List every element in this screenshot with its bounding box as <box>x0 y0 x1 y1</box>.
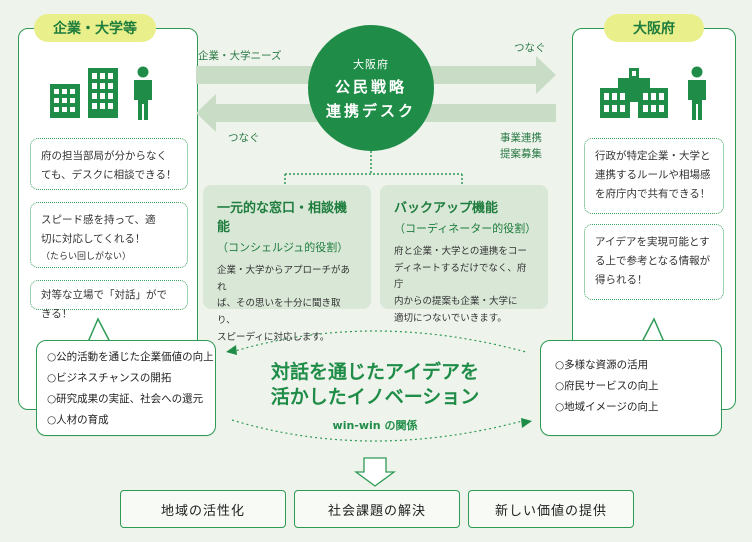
winwin-arrow-left <box>226 345 237 355</box>
arrow-label-needs: 企業・大学ニーズ <box>198 50 282 62</box>
office-buildings-icon <box>50 68 118 118</box>
right-tag: 大阪府 <box>604 14 704 42</box>
person-icon <box>688 66 706 120</box>
strategy-desk-circle: 大阪府 公民戦略 連携デスク <box>308 25 434 151</box>
person-icon <box>134 66 152 120</box>
left-benefits-box: ○公的活動を通じた企業価値の向上 ○ビジネスチャンスの開拓 ○研究成果の実証、社… <box>36 340 216 436</box>
arrow-label-proposal: 事業連携 提案募集 <box>500 132 542 161</box>
down-arrow-icon <box>354 457 396 487</box>
right-bubble-2: アイデアを実現可能とす る上で参考となる情報が 得られる！ <box>584 224 724 300</box>
outcome-regional-revitalization: 地域の活性化 <box>120 490 286 528</box>
left-bubble-3: 対等な立場で「対話」ができる！ <box>30 280 188 320</box>
outcome-social-issues: 社会課題の解決 <box>294 490 460 528</box>
left-bubble-1: 府の担当部局が分からなく ても、デスクに相談できる！ <box>30 138 188 190</box>
arrow-label-connect-top: つなぐ <box>514 42 546 54</box>
left-tag: 企業・大学等 <box>34 14 156 42</box>
innovation-heading: 対話を通じたアイデアを 活かしたイノベーション win-win の関係 <box>270 361 480 433</box>
function-box-backup: バックアップ機能 （コーディネーター的役割） 府と企業・大学との連携をコー ディ… <box>380 185 548 324</box>
right-bubble-1: 行政が特定企業・大学と 連携するルールや相場感 を府庁内で共有できる！ <box>584 138 724 214</box>
outcome-new-value: 新しい価値の提供 <box>468 490 634 528</box>
right-callout-pointer <box>641 317 665 343</box>
function-box-concierge: 一元的な窓口・相談機能 （コンシェルジュ的役割） 企業・大学からアプローチがあれ… <box>203 185 371 343</box>
government-building-icon <box>600 68 668 118</box>
left-bubble-2: スピード感を持って、適 切に対応してくれる！ （たらい回しがない） <box>30 202 188 268</box>
right-benefits-box: ○多様な資源の活用 ○府民サービスの向上 ○地域イメージの向上 <box>540 340 722 436</box>
left-callout-pointer <box>87 317 111 343</box>
arrow-label-connect-bottom: つなぐ <box>228 132 260 144</box>
winwin-arrow-right <box>521 418 532 428</box>
